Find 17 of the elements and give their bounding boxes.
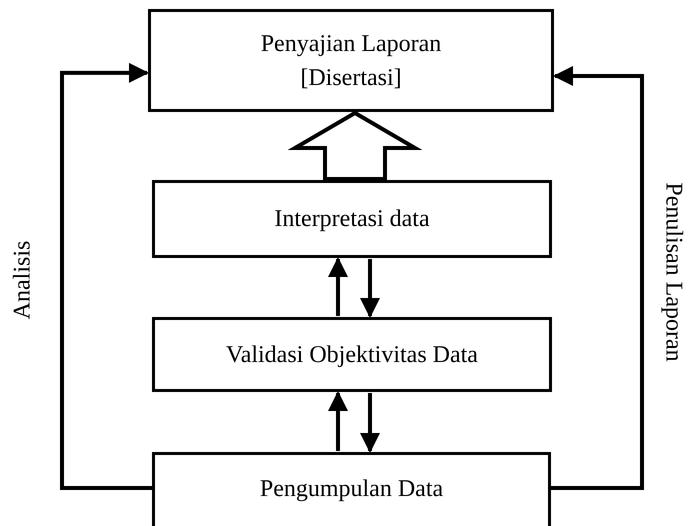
arrow (328, 391, 348, 451)
block-arrow (288, 110, 422, 181)
box-label: Interpretasi data (274, 205, 430, 234)
arrow (60, 62, 152, 490)
arrow (360, 259, 380, 318)
box-label: Validasi Objektivitas Data (226, 340, 478, 370)
arrow (551, 66, 644, 490)
process-box (152, 317, 552, 392)
process-box (152, 452, 551, 526)
process-box (148, 9, 554, 112)
edge-label: Analisis (8, 240, 36, 320)
edge-label: Penulisan Laporan (660, 182, 688, 362)
box-label: Penyajian Laporan [Disertasi] (260, 30, 442, 92)
arrow (328, 257, 348, 316)
arrow (360, 393, 380, 453)
box-label: Pengumpulan Data (260, 475, 444, 504)
process-box (152, 180, 552, 258)
